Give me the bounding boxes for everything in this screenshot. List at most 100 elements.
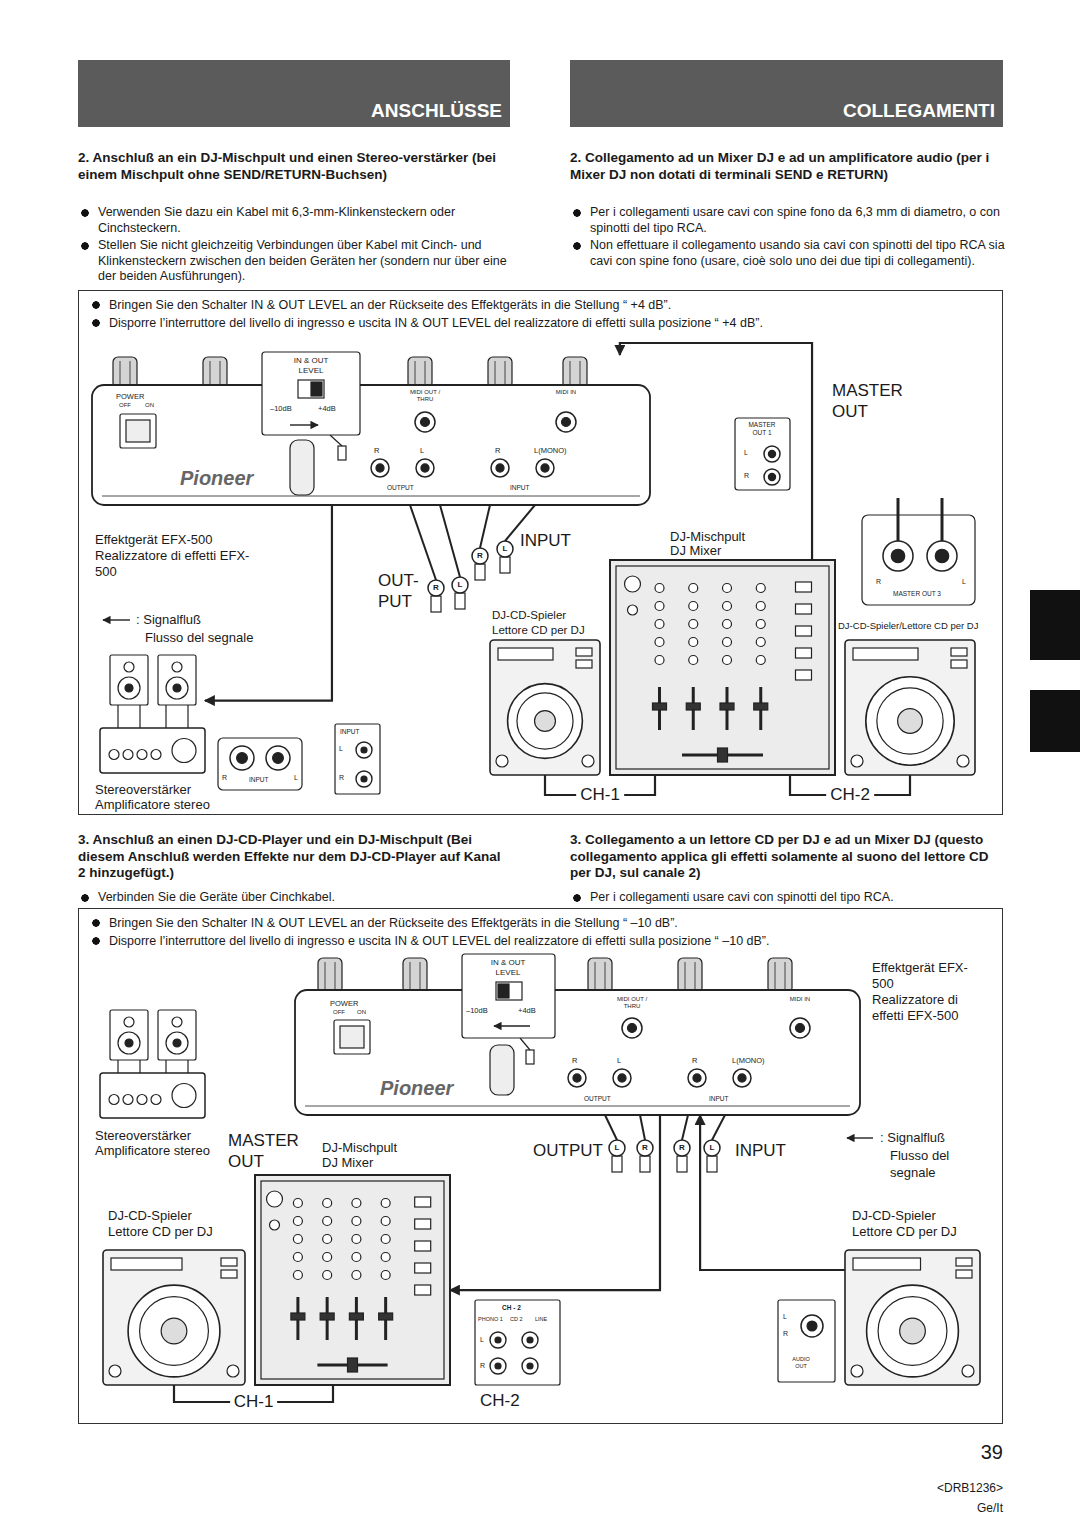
legend-arrow-sample: [103, 619, 130, 620]
rca-jack: [356, 742, 372, 758]
crossfader-cap: [348, 1358, 358, 1372]
device-label: DJ-CD-Spieler: [108, 1208, 213, 1224]
fader-cap: [720, 703, 734, 710]
knob-ridge: [130, 361, 131, 385]
cd-display: [498, 648, 553, 660]
device-label: Realizzatore di effetti EFX-500: [872, 992, 984, 1024]
cd-button: [221, 1270, 237, 1278]
device-caption: StereoverstärkerAmplificatore stereo: [95, 782, 210, 812]
legend-text: Flusso del segnale: [890, 1148, 985, 1182]
section-title: COLLEGAMENTI: [843, 100, 995, 122]
cd-display: [853, 648, 918, 660]
mixer-knob: [323, 1217, 332, 1226]
mixer-knob: [689, 620, 698, 629]
jack-hole: [562, 418, 571, 427]
instruction-text: Bringen Sie den Schalter IN & OUT LEVEL …: [89, 296, 992, 314]
jack-hole: [935, 549, 949, 563]
knob: [488, 357, 512, 388]
mixer-knob: [352, 1253, 361, 1262]
panel-label: R: [744, 472, 749, 481]
mixer-knob: [756, 584, 765, 593]
plug-body: [475, 564, 485, 580]
tweeter: [172, 1017, 182, 1027]
knob: [563, 357, 587, 388]
knob-ridge: [605, 962, 606, 990]
panel-label: +4dB: [518, 1006, 536, 1015]
cd-button: [221, 1258, 237, 1266]
knob: [588, 958, 612, 993]
mixer-knob: [655, 656, 664, 665]
jack-symbol: [883, 541, 913, 571]
cable-stub: [480, 505, 490, 548]
knob: [203, 357, 227, 388]
jack-symbol: [536, 459, 554, 477]
jog-dial: [128, 1285, 220, 1377]
knob: [318, 958, 342, 993]
knob-ridge: [420, 962, 421, 990]
knob-ridge: [570, 361, 571, 385]
cue-button: [227, 1365, 239, 1377]
panel-label: MIDI OUT / THRU: [405, 389, 445, 404]
mixer-button: [415, 1197, 431, 1207]
woofer: [166, 1032, 188, 1054]
panel-label: L: [420, 446, 424, 455]
jack-symbol: [622, 1018, 642, 1038]
jack-hole: [807, 1321, 817, 1331]
mixer-knob: [323, 1253, 332, 1262]
cable-stub: [941, 498, 944, 541]
knob-ridge: [335, 962, 336, 990]
device-caption: DJ-CD-SpielerLettore CD per DJ: [492, 608, 585, 638]
channel-label: CH-1: [230, 1393, 278, 1412]
knob-ridge: [785, 962, 786, 990]
jack-hole: [768, 450, 775, 457]
amp-knob: [137, 1095, 147, 1105]
mixer-knob: [293, 1217, 302, 1226]
panel-label: CH - 2: [502, 1304, 521, 1312]
panel-label: R: [876, 578, 881, 587]
page-footer: Ge/It: [977, 1501, 1003, 1516]
neck-mount: [290, 440, 314, 495]
cd-button: [956, 1258, 972, 1266]
plug-badge: [674, 1140, 690, 1156]
dj-mixer: DJ-MischpultDJ Mixer: [255, 1175, 450, 1385]
rca-jack: [356, 771, 372, 787]
master-out-zoom: [862, 515, 975, 605]
knob-ridge: [685, 962, 686, 990]
panel-label: CD 2: [510, 1316, 523, 1323]
plug-badge: [497, 541, 513, 557]
jack-symbol: [556, 412, 576, 432]
legend-text: : Signalfluß: [880, 1130, 990, 1147]
mixer-knob: [293, 1199, 302, 1208]
cable-stub: [605, 1115, 617, 1140]
amp-knob: [109, 1095, 119, 1105]
jack-hole: [573, 1074, 581, 1082]
cable-stub: [682, 1115, 688, 1140]
speaker-stand: [187, 1060, 188, 1073]
panel-label: INPUT: [709, 1095, 729, 1103]
crossfader-cap: [718, 748, 728, 762]
channel-label: CH-2: [826, 786, 874, 805]
knob-ridge: [415, 361, 416, 385]
device-label: DJ-CD-Spieler/Lettore CD per DJ: [838, 620, 978, 632]
cd-player-body: [490, 640, 600, 775]
cue-button: [582, 755, 594, 767]
tweeter: [124, 1017, 134, 1027]
panel-label: R: [374, 446, 379, 455]
mixer-knob: [352, 1271, 361, 1280]
setting-arrow: [494, 1025, 530, 1026]
level-switch: [338, 446, 346, 460]
mixer-knob: [723, 584, 732, 593]
amp-knob: [151, 1095, 161, 1105]
instruction-frame: Bringen Sie den Schalter IN & OUT LEVEL …: [78, 908, 1003, 1424]
jog-center: [898, 709, 923, 734]
plug-body: [500, 557, 510, 573]
mixer-panel: [616, 566, 829, 769]
jack-symbol: [790, 1018, 810, 1038]
mixer-knob: [689, 638, 698, 647]
cd-display: [111, 1258, 182, 1270]
jack-symbol: [801, 1315, 823, 1337]
jack-symbol: [568, 1069, 586, 1087]
speaker-stand: [187, 705, 188, 728]
jack-hole: [891, 549, 905, 563]
mixer-rear-panel: [475, 1300, 560, 1385]
